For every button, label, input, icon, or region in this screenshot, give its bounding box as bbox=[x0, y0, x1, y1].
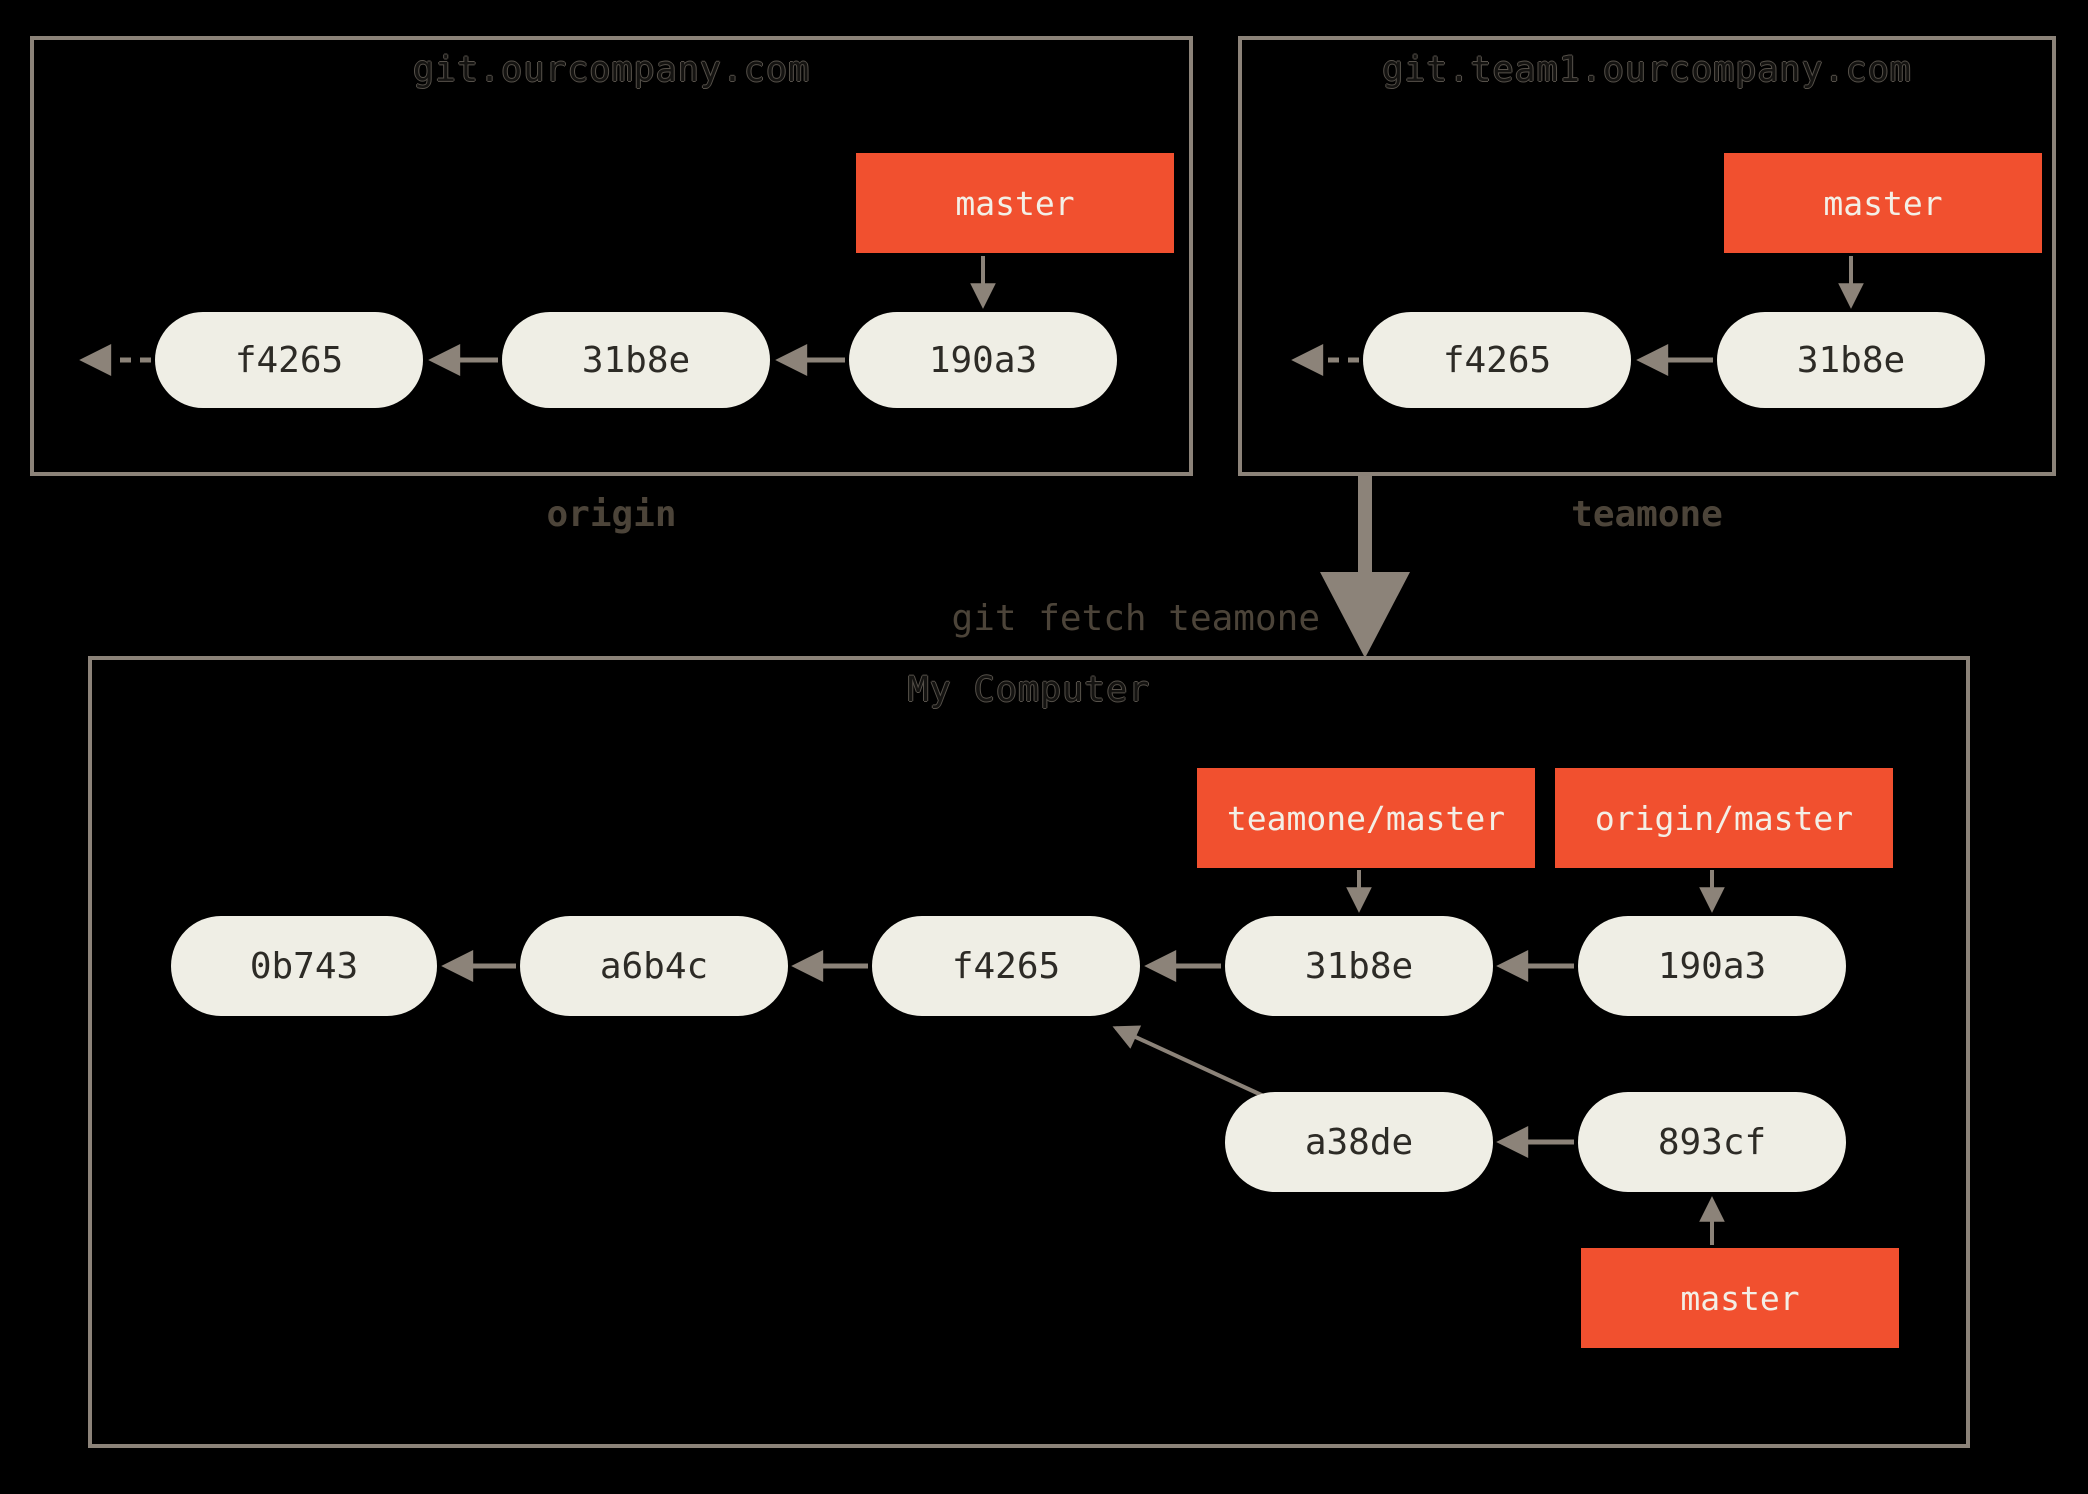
my-computer-title: My Computer bbox=[907, 670, 1151, 710]
commit-node-teamone-f4265: f4265 bbox=[1363, 312, 1631, 408]
remote-origin-caption: origin bbox=[546, 494, 677, 535]
my-computer-box: My Computer bbox=[88, 656, 1970, 1448]
commit-node-local-a38de: a38de bbox=[1225, 1092, 1493, 1192]
remote-origin-title: git.ourcompany.com bbox=[412, 50, 811, 90]
remote-teamone-box: git.team1.ourcompany.com bbox=[1238, 36, 2056, 476]
commit-node-local-31b8e: 31b8e bbox=[1225, 916, 1493, 1016]
branch-label-local-master: master bbox=[1581, 1248, 1899, 1348]
commit-node-local-f4265: f4265 bbox=[872, 916, 1140, 1016]
remote-teamone-title: git.team1.ourcompany.com bbox=[1382, 50, 1912, 90]
commit-node-local-893cf: 893cf bbox=[1578, 1092, 1846, 1192]
commit-node-origin-190a3: 190a3 bbox=[849, 312, 1117, 408]
commit-node-origin-f4265: f4265 bbox=[155, 312, 423, 408]
branch-label-teamone-master: master bbox=[1724, 153, 2042, 253]
commit-node-teamone-31b8e: 31b8e bbox=[1717, 312, 1985, 408]
fetch-command-label: git fetch teamone bbox=[951, 598, 1320, 639]
branch-label-origin-master: master bbox=[856, 153, 1174, 253]
commit-node-local-190a3: 190a3 bbox=[1578, 916, 1846, 1016]
remote-teamone-caption: teamone bbox=[1571, 494, 1723, 535]
commit-node-origin-31b8e: 31b8e bbox=[502, 312, 770, 408]
commit-node-local-0b743: 0b743 bbox=[171, 916, 437, 1016]
commit-node-local-a6b4c: a6b4c bbox=[520, 916, 788, 1016]
branch-label-local-origin-master: origin/master bbox=[1555, 768, 1893, 868]
fetch-arrow-head bbox=[1320, 572, 1410, 658]
branch-label-local-teamone-master: teamone/master bbox=[1197, 768, 1535, 868]
remote-origin-box: git.ourcompany.com bbox=[30, 36, 1193, 476]
